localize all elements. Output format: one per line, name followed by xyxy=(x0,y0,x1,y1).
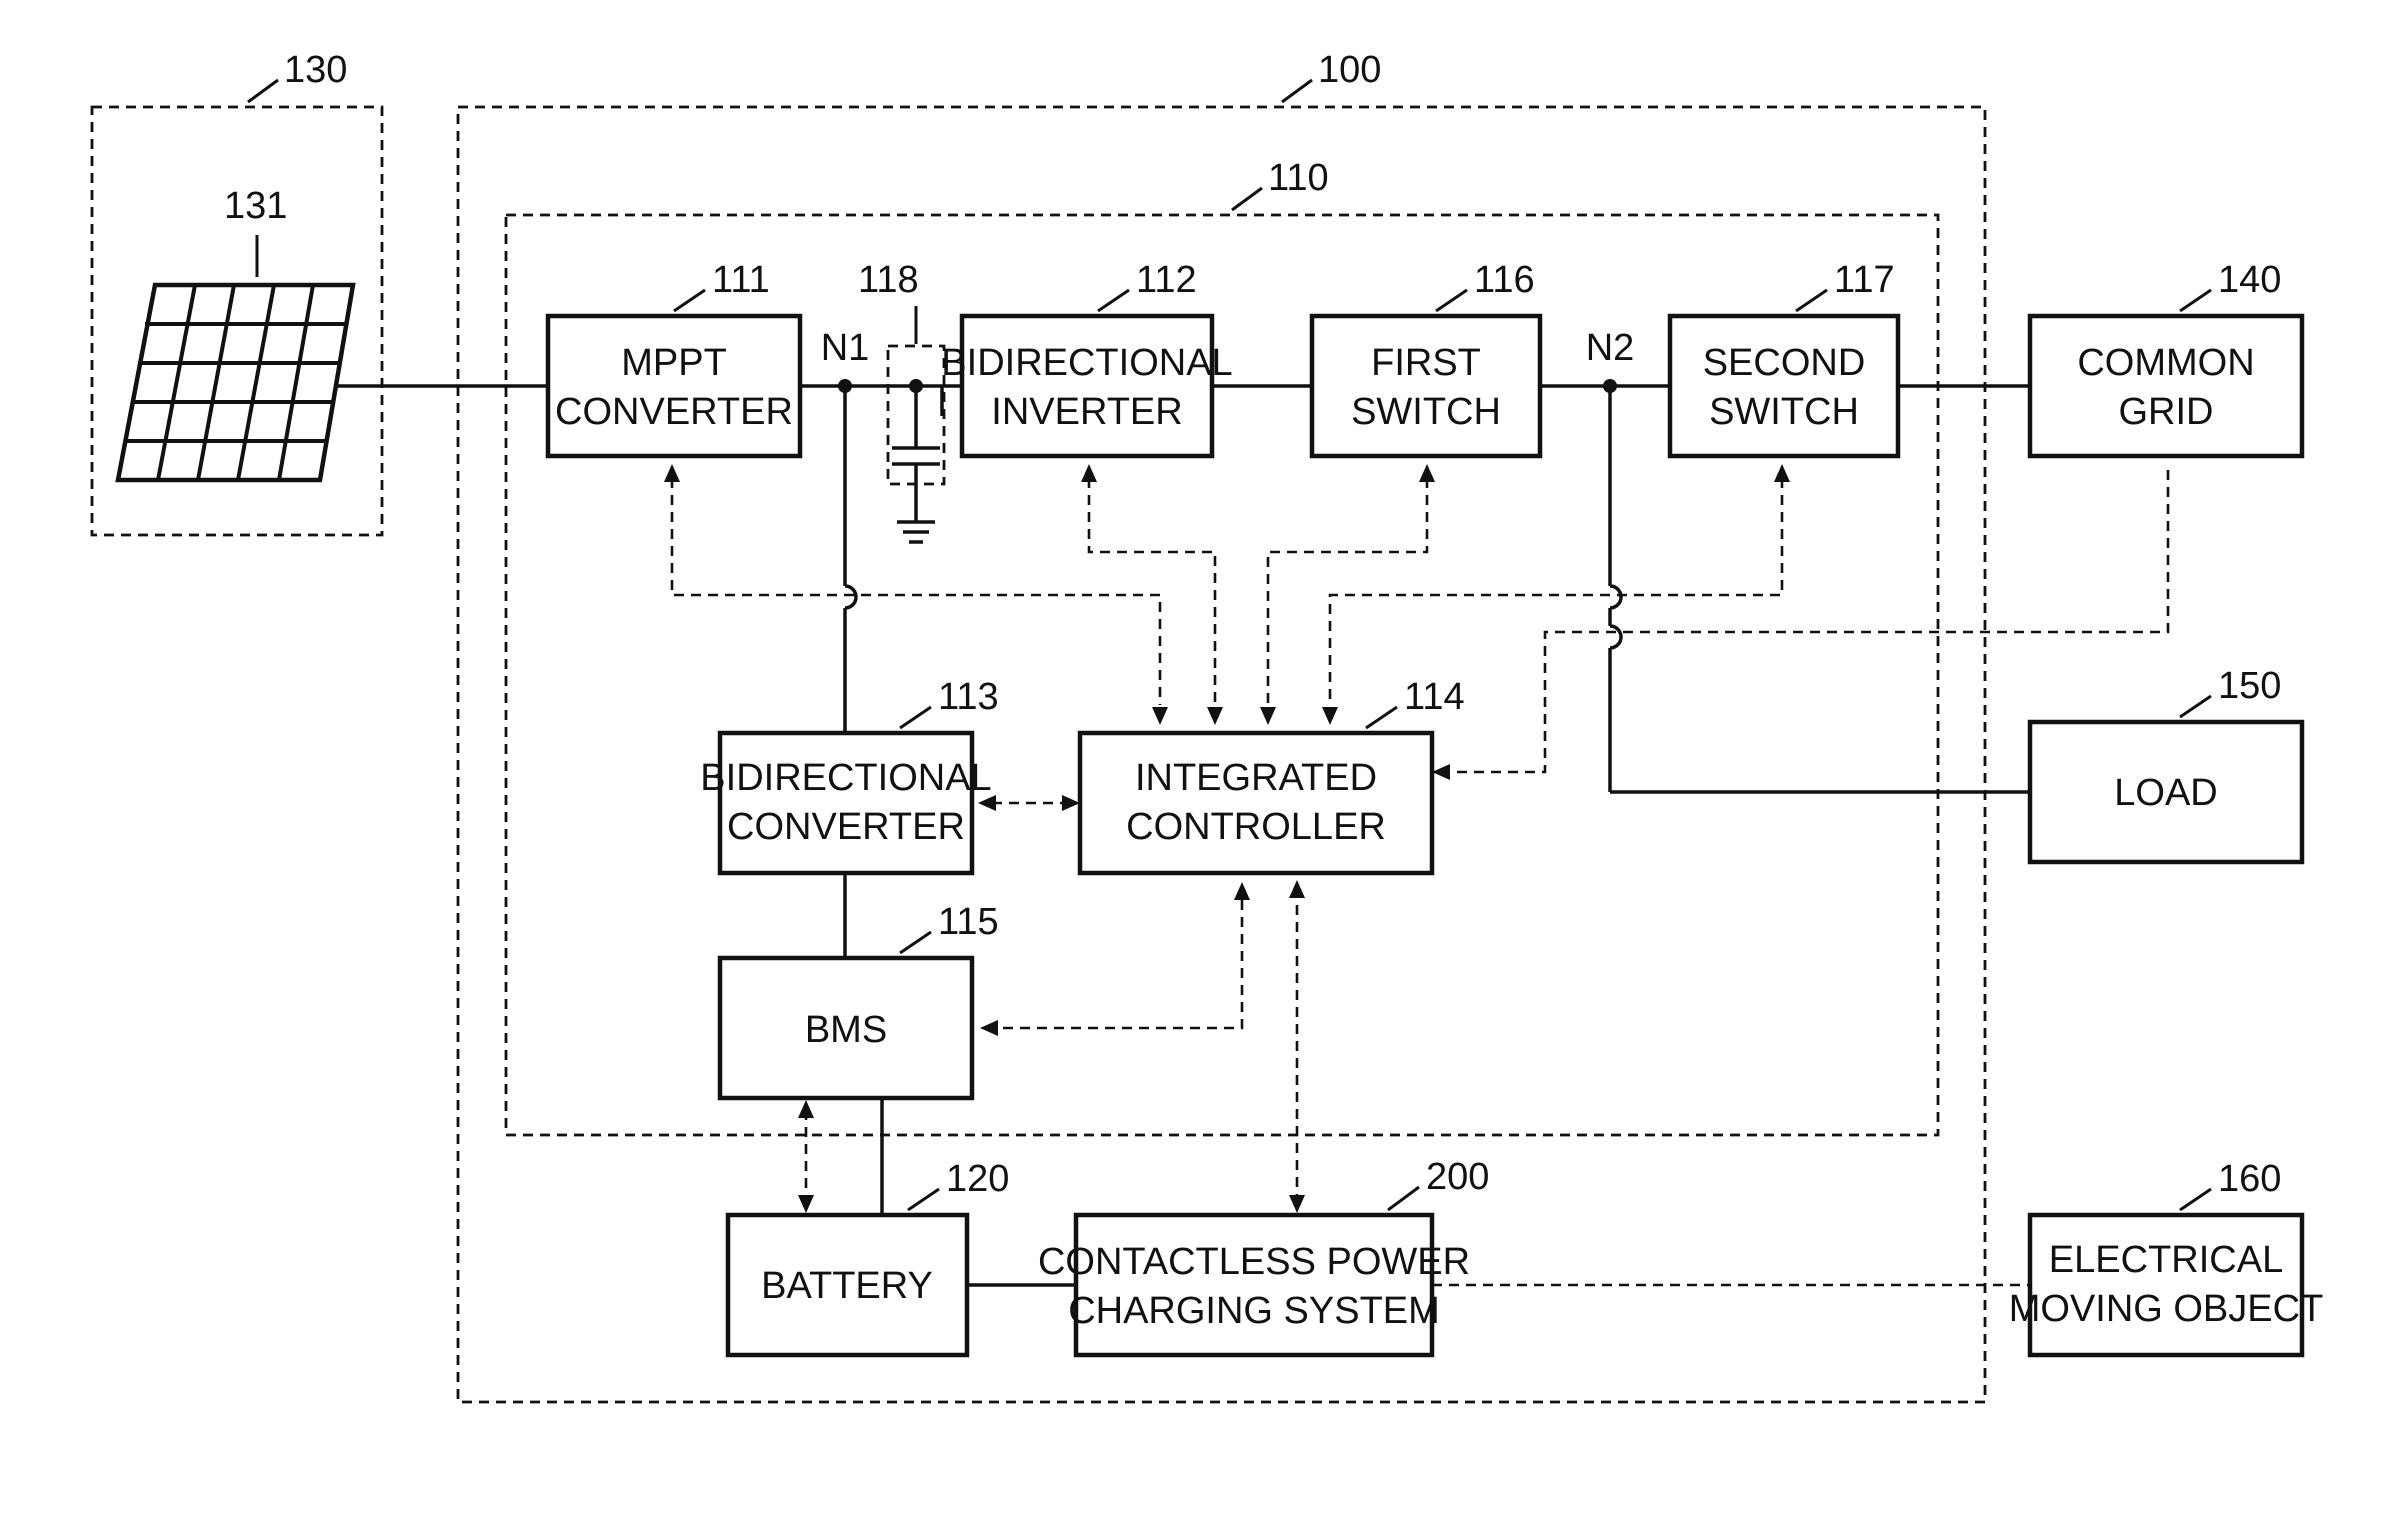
line-crossover-n1 xyxy=(845,586,856,608)
ref-100: 100 xyxy=(1318,49,1381,91)
ref-200: 200 xyxy=(1426,1156,1489,1198)
converter-label-1: BIDIRECTIONAL xyxy=(700,757,991,799)
moving-object-label-1: ELECTRICAL xyxy=(2049,1239,2283,1281)
moving-object-label-2: MOVING OBJECT xyxy=(2009,1288,2324,1330)
node-n1-label: N1 xyxy=(821,327,870,369)
battery-label: BATTERY xyxy=(761,1265,933,1307)
ref-118: 118 xyxy=(858,259,919,301)
load-label: LOAD xyxy=(2114,772,2217,814)
contactless-label-1: CONTACTLESS POWER xyxy=(1038,1241,1470,1283)
node-n2-dot xyxy=(1603,379,1617,393)
inverter-label-1: BIDIRECTIONAL xyxy=(941,342,1232,384)
ref-140: 140 xyxy=(2218,259,2281,301)
contactless-label-2: CHARGING SYSTEM xyxy=(1068,1290,1440,1332)
bms-block: BMS xyxy=(720,958,972,1098)
ref-131: 131 xyxy=(224,185,287,227)
controller-label-2: CONTROLLER xyxy=(1126,806,1386,848)
ref-130: 130 xyxy=(284,49,347,91)
solar-group-frame xyxy=(92,107,382,535)
battery-block: BATTERY xyxy=(728,1215,967,1355)
second-switch-block: SECOND SWITCH xyxy=(1670,316,1898,456)
integrated-controller-block: INTEGRATED CONTROLLER xyxy=(1080,733,1432,873)
node-n1-dot xyxy=(838,379,852,393)
mppt-converter-block: MPPT CONVERTER xyxy=(548,316,800,456)
mppt-label-1: MPPT xyxy=(621,342,727,384)
first-switch-block: FIRST SWITCH xyxy=(1312,316,1540,456)
second-switch-label-2: SWITCH xyxy=(1709,391,1859,433)
bidirectional-converter-block: BIDIRECTIONAL CONVERTER xyxy=(700,733,991,873)
load-block: LOAD xyxy=(2030,722,2302,862)
grid-label-1: COMMON xyxy=(2077,342,2254,384)
first-switch-label-1: FIRST xyxy=(1371,342,1481,384)
line-crossover-n2-lower xyxy=(1610,626,1621,648)
ref-160: 160 xyxy=(2218,1158,2281,1200)
ref-114: 114 xyxy=(1404,676,1465,718)
capacitor-icon xyxy=(888,346,944,542)
ref-120: 120 xyxy=(946,1158,1009,1200)
reference-numerals: 130 100 110 131 111 118 112 116 117 140 … xyxy=(224,49,2281,1210)
control-lines xyxy=(672,470,2168,1285)
mppt-label-2: CONVERTER xyxy=(555,391,793,433)
second-switch-label-1: SECOND xyxy=(1703,342,1866,384)
first-switch-label-2: SWITCH xyxy=(1351,391,1501,433)
controller-label-1: INTEGRATED xyxy=(1135,757,1377,799)
ref-150: 150 xyxy=(2218,665,2281,707)
electrical-moving-object-block: ELECTRICAL MOVING OBJECT xyxy=(2009,1215,2324,1355)
bms-label: BMS xyxy=(805,1009,887,1051)
grid-label-2: GRID xyxy=(2119,391,2214,433)
ref-112: 112 xyxy=(1136,259,1197,301)
ref-111: 111 xyxy=(712,259,770,301)
ref-113: 113 xyxy=(938,676,999,718)
common-grid-block: COMMON GRID xyxy=(2030,316,2302,456)
ref-117: 117 xyxy=(1834,259,1895,301)
contactless-charging-block: CONTACTLESS POWER CHARGING SYSTEM xyxy=(1038,1215,1470,1355)
node-n2-label: N2 xyxy=(1586,327,1635,369)
ref-116: 116 xyxy=(1474,259,1535,301)
inverter-label-2: INVERTER xyxy=(991,391,1182,433)
line-crossover-n2-upper xyxy=(1610,586,1621,608)
ref-115: 115 xyxy=(938,901,999,943)
converter-label-2: CONVERTER xyxy=(727,806,965,848)
ref-110: 110 xyxy=(1268,157,1329,199)
solar-panel-icon xyxy=(118,285,353,480)
bidirectional-inverter-block: BIDIRECTIONAL INVERTER xyxy=(941,316,1232,456)
